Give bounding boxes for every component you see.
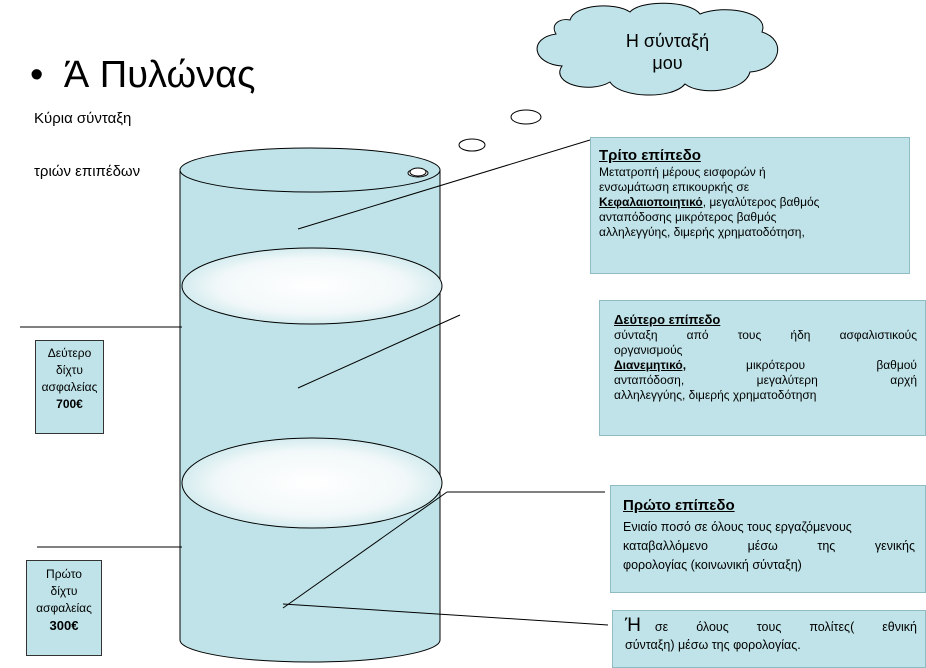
or-box-line1-rest: σε όλους τους πολίτες( εθνική: [654, 620, 917, 634]
or-national-pension-box: Ή σε όλους τους πολίτες( εθνική σύνταξη)…: [612, 610, 926, 668]
third-level-box: Τρίτο επίπεδο Μετατροπή μέρους εισφορών …: [590, 137, 910, 274]
subtitle-three-levels: τριών επιπέδων: [34, 163, 141, 180]
or-box-big-letter: Ή: [625, 615, 641, 636]
third-level-line2: ενσωμάτωση επικουρκής σε: [599, 180, 750, 194]
second-net-line2: δίχτυ: [56, 363, 83, 377]
thought-bubble-small: [409, 167, 427, 177]
third-level-line3: Κεφαλαιοποιητικό, μεγαλύτερος βαθμός: [599, 195, 901, 210]
second-level-line2: οργανισμούς: [614, 343, 683, 357]
thought-bubble-medium: [458, 138, 486, 152]
connector-first: [282, 491, 448, 609]
second-level-line1: σύνταξη από τους ήδη ασφαλιστικούς: [614, 328, 917, 342]
subtitle-main-pension: Κύρια σύνταξη: [34, 110, 132, 127]
third-level-keyword: Κεφαλαιοποιητικό: [599, 195, 703, 209]
third-level-line3-rest: , μεγαλύτερος βαθμός: [702, 195, 820, 209]
cylinder-body: [179, 169, 441, 663]
third-level-line5: αλληλεγγύης, διμερής χρηματοδότηση,: [599, 225, 805, 239]
second-net-line1: Δεύτερο: [47, 346, 92, 360]
cloud-line-1: Η σύνταξή: [625, 31, 710, 51]
cloud-label: Η σύνταξή μου: [600, 30, 735, 74]
second-level-heading: Δεύτερο επίπεδο: [614, 312, 721, 327]
cylinder-top: [179, 147, 441, 193]
first-level-line3: φορολογίας (κοινωνική σύνταξη): [623, 558, 802, 572]
second-level-keyword: Διανεμητικό,: [614, 358, 687, 372]
first-net-line3: ασφαλείας: [36, 601, 92, 615]
first-level-line1: Ενιαίο ποσό σε όλους τους εργαζόμενους: [623, 520, 852, 534]
connector-or: [282, 603, 609, 626]
cloud-line-2: μου: [652, 53, 683, 73]
title-text: Ά Πυλώνας: [63, 54, 256, 96]
thought-cloud: [536, 2, 779, 96]
second-net-line3: ασφαλείας: [41, 380, 98, 394]
first-level-box: Πρώτο επίπεδο Ενιαίο ποσό σε όλους τους …: [610, 485, 926, 593]
third-level-line4: ανταπόδοσης μικρότερος βαθμός: [599, 210, 777, 224]
thought-bubble-large: [510, 109, 542, 125]
connector-third: [297, 139, 591, 230]
second-net-amount: 700€: [56, 397, 83, 411]
first-net-line1: Πρώτο: [46, 567, 82, 581]
second-level-line3: Διανεμητικό, μικρότερου βαθμού: [614, 358, 917, 373]
third-level-line1: Μετατροπή μέρους εισφορών ή: [599, 165, 766, 179]
second-level-line3-rest: μικρότερου βαθμού: [746, 358, 917, 372]
connector-second: [297, 314, 461, 389]
second-level-line4: ανταπόδοση, μεγαλύτερη αρχή: [614, 373, 917, 387]
lower-divider-disk: [181, 437, 443, 529]
first-net-line2: δίχτυ: [50, 584, 78, 598]
second-level-box: Δεύτερο επίπεδο σύνταξη από τους ήδη ασφ…: [599, 300, 926, 436]
second-safety-net-box: Δεύτερο δίχτυ ασφαλείας 700€: [35, 340, 104, 434]
third-level-heading: Τρίτο επίπεδο: [599, 147, 701, 164]
first-safety-net-box: Πρώτο δίχτυ ασφαλείας 300€: [26, 560, 102, 656]
second-level-line5: αλληλεγγύης, διμερής χρηματοδότηση: [614, 388, 817, 402]
title-bullet: •: [30, 54, 44, 96]
first-level-heading: Πρώτο επίπεδο: [623, 497, 735, 514]
first-level-line2: καταβαλλόμενο μέσω της γενικής: [623, 539, 915, 553]
upper-divider-disk: [181, 247, 443, 325]
or-box-line1: Ή σε όλους τους πολίτες( εθνική: [625, 615, 917, 636]
first-net-amount: 300€: [49, 618, 79, 633]
or-box-line2: σύνταξη) μέσω της φορολογίας.: [625, 638, 801, 652]
slide-title: • Ά Πυλώνας: [30, 52, 255, 98]
